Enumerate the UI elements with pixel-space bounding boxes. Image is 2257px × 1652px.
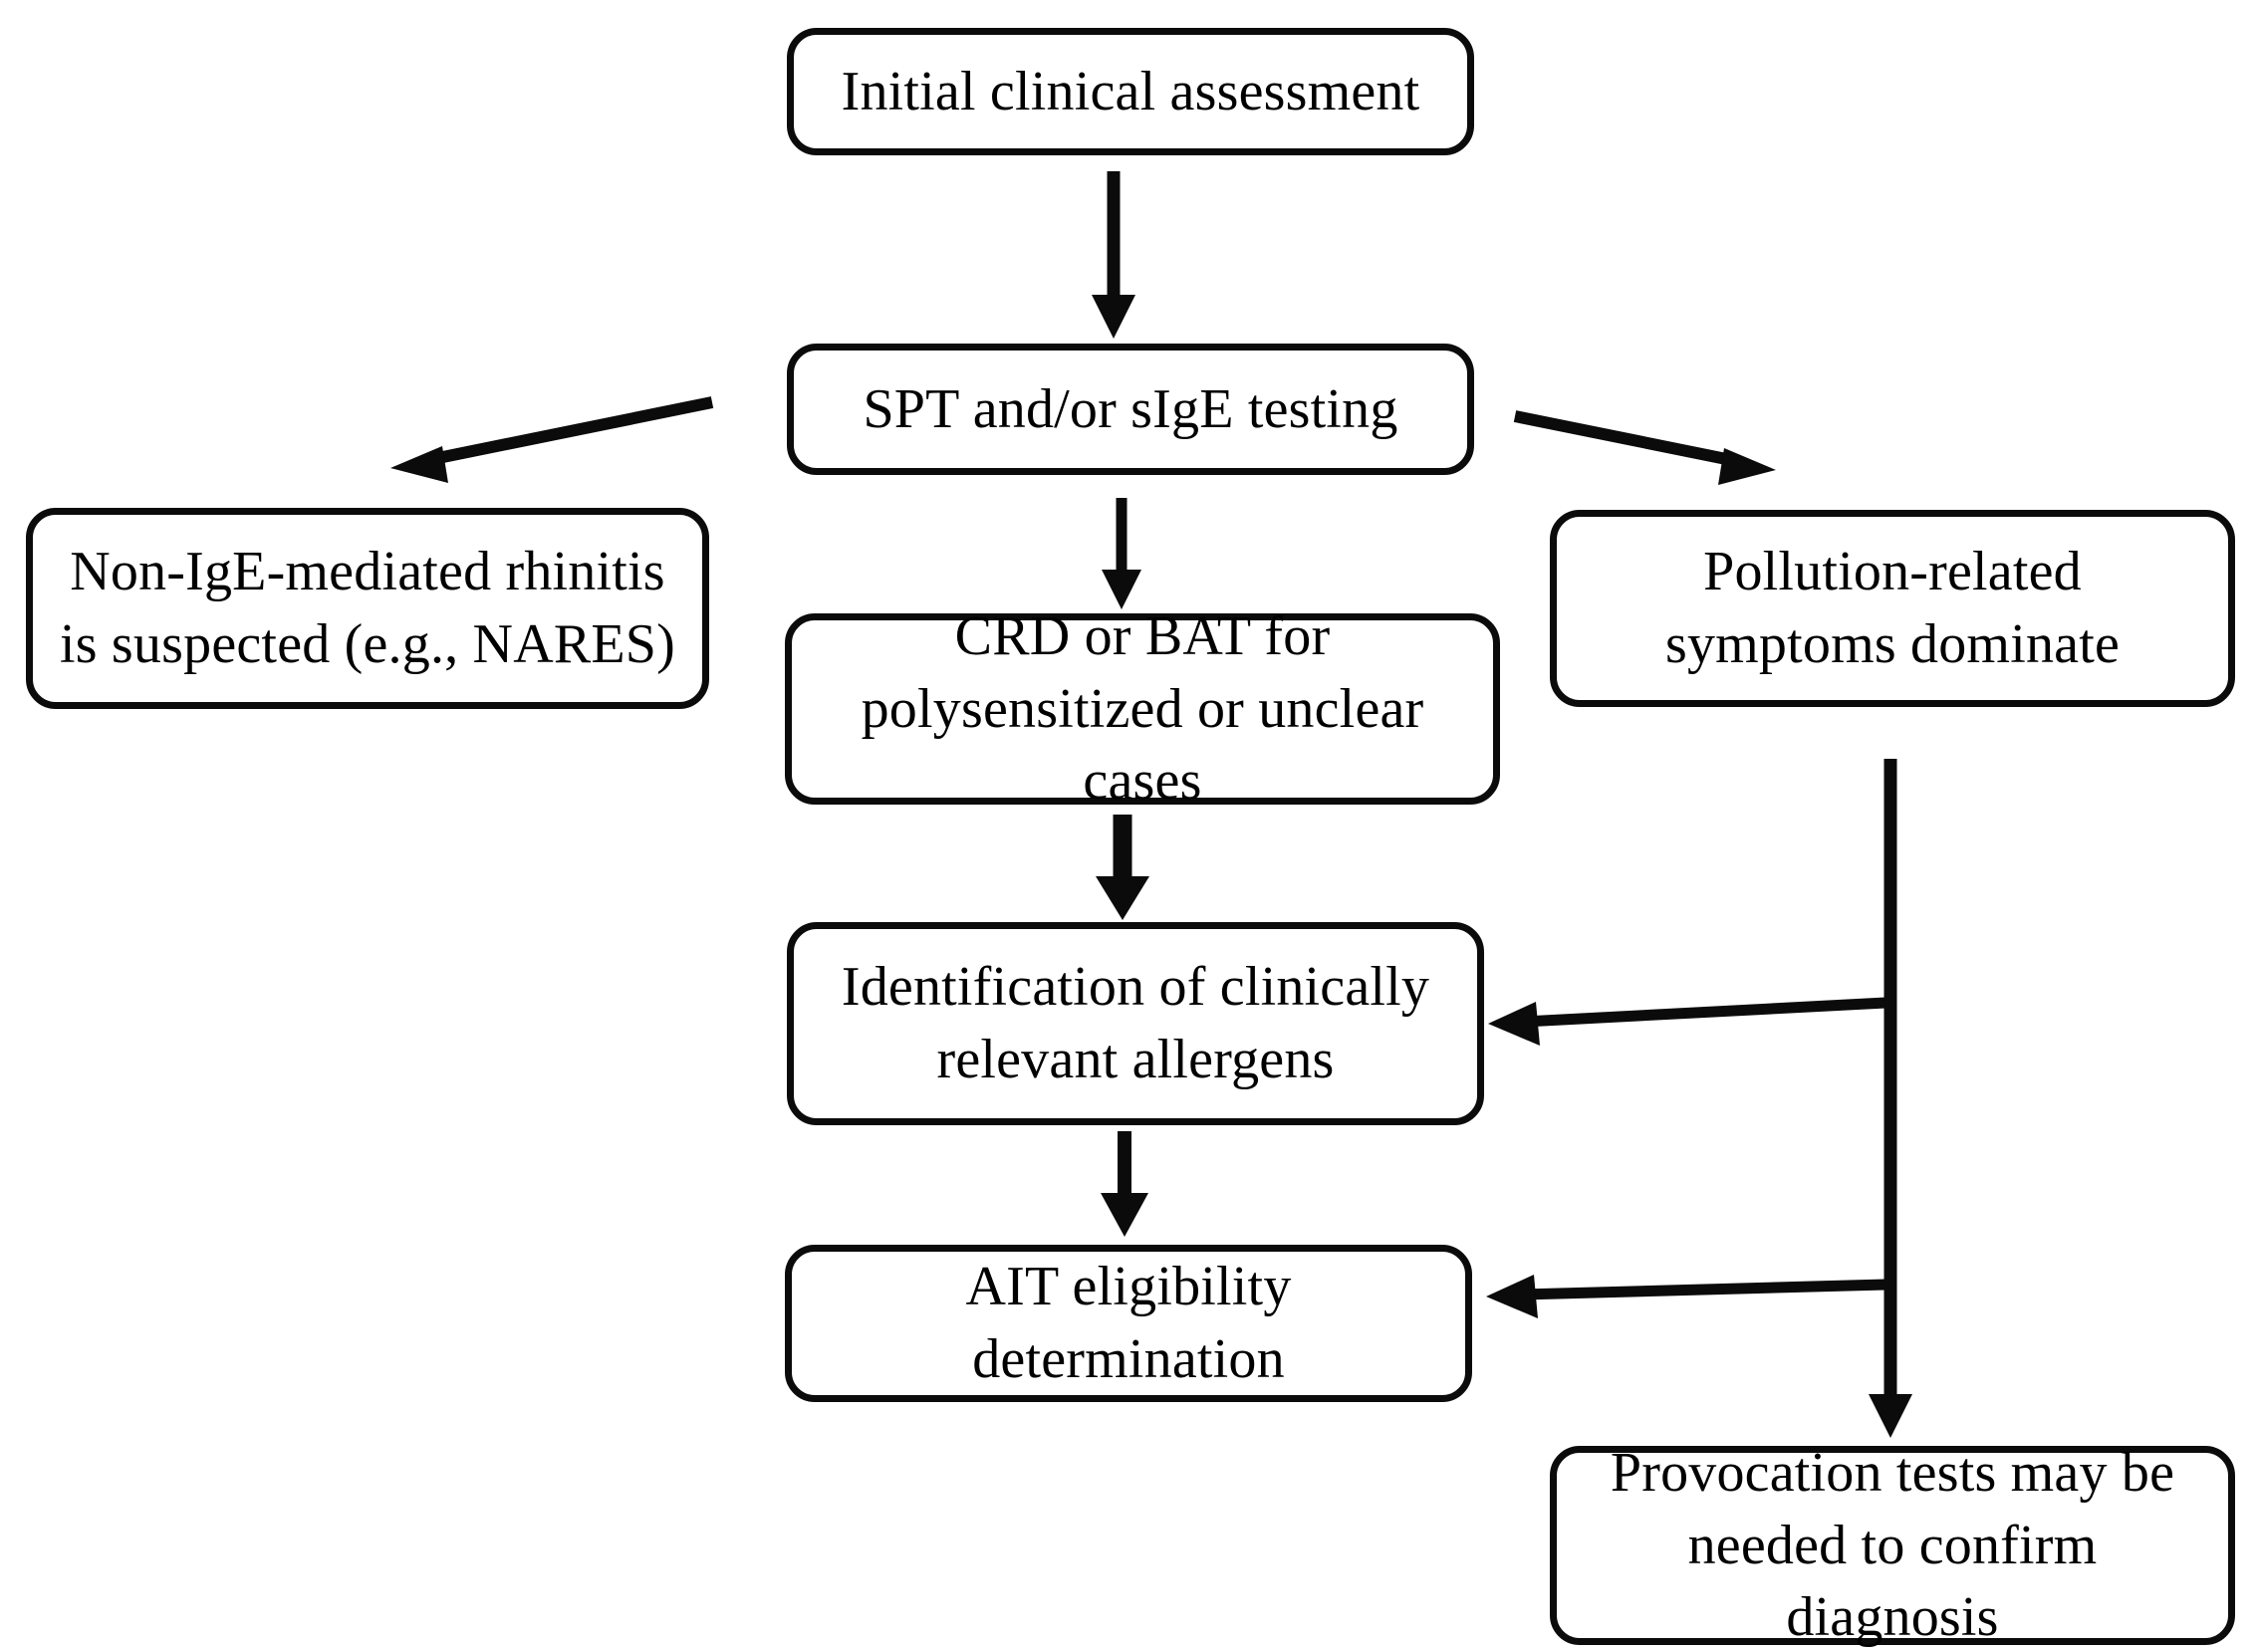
- connector-spt-to-crd: [1102, 498, 1141, 609]
- node-spt-sige-testing[interactable]: SPT and/or sIgE testing: [787, 344, 1474, 475]
- node-identification-of-allergens[interactable]: Identification of clinically relevant al…: [787, 922, 1484, 1125]
- node-non-ige-mediated-rhinitis[interactable]: Non-IgE-mediated rhinitis is suspected (…: [26, 508, 709, 709]
- connector-assessment-to-spt: [1092, 171, 1135, 339]
- node-pollution-related-symptoms[interactable]: Pollution-related symptoms dominate: [1550, 510, 2235, 707]
- connector-spt-to-pollution: [1513, 410, 1776, 485]
- node-label: Provocation tests may be needed to confi…: [1610, 1441, 2175, 1649]
- connector-pollution-to-identification: [1488, 997, 1886, 1046]
- node-ait-eligibility[interactable]: AIT eligibility determination: [785, 1245, 1472, 1402]
- node-label: Non-IgE-mediated rhinitis is suspected (…: [59, 541, 675, 675]
- node-label: Initial clinical assessment: [841, 60, 1420, 122]
- connector-crd-to-identification: [1096, 815, 1149, 920]
- connector-pollution-to-ait: [1486, 1275, 1886, 1318]
- connector-identification-to-ait: [1101, 1131, 1148, 1237]
- node-label: SPT and/or sIgE testing: [863, 377, 1398, 440]
- connector-spt-to-non-ige: [390, 396, 714, 483]
- node-provocation-tests[interactable]: Provocation tests may be needed to confi…: [1550, 1442, 2235, 1648]
- node-label: CRD or BAT for polysensitized or unclear…: [861, 604, 1424, 813]
- node-crd-or-bat[interactable]: CRD or BAT for polysensitized or unclear…: [785, 605, 1500, 812]
- node-label: Identification of clinically relevant al…: [841, 956, 1430, 1090]
- connector-pollution-trunk: [1869, 759, 1912, 1438]
- node-initial-clinical-assessment[interactable]: Initial clinical assessment: [787, 28, 1474, 155]
- node-label: Pollution-related symptoms dominate: [1664, 541, 2121, 675]
- node-label: AIT eligibility determination: [965, 1256, 1292, 1390]
